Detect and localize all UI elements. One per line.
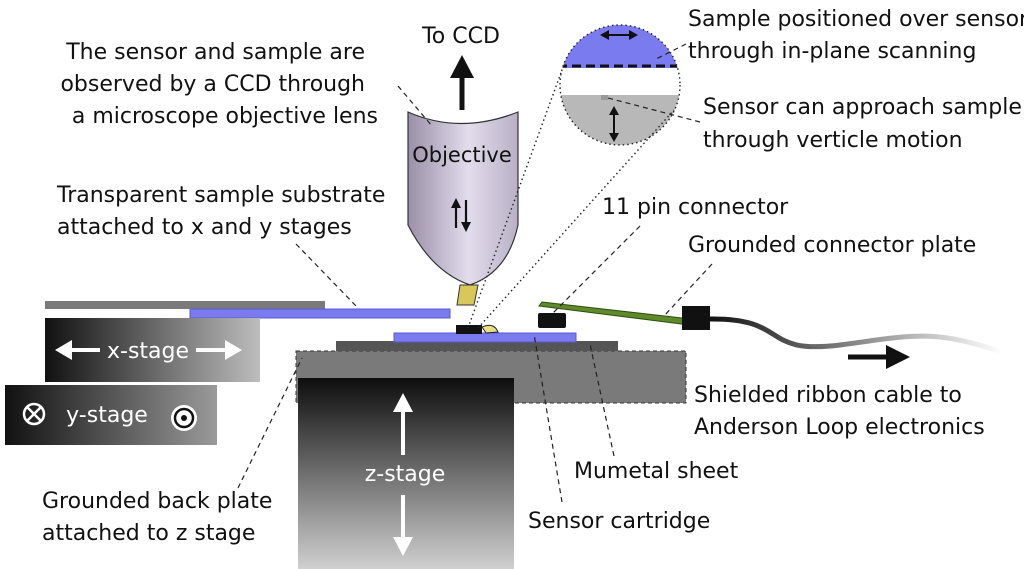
z-stage-up-arrow: [393, 393, 413, 455]
objective-lens: [407, 111, 519, 286]
zoom-cone-right: [477, 109, 675, 329]
zoom-inset: [559, 24, 681, 146]
shielded-ribbon-cable: [707, 316, 1005, 355]
mumetal-sheet: [336, 341, 618, 351]
y-stage-label: y-stage: [66, 403, 148, 428]
sample-substrate: [189, 308, 451, 319]
substrate-note-line-2: attached to x and y stages: [57, 215, 352, 240]
vertical-motion-arrow: [609, 106, 619, 142]
leader-scan: [653, 43, 687, 61]
to-ccd-arrow: [450, 55, 474, 110]
cable-connector: [682, 306, 710, 330]
substrate-note: Transparent sample substrate attached to…: [56, 183, 392, 240]
z-stage-down-arrow: [393, 495, 413, 556]
sensor-cartridge: [456, 325, 482, 334]
scan-note-line-2: through in-plane scanning: [688, 39, 976, 64]
objective-tip: [456, 284, 479, 306]
x-stage-left-arrow: [55, 340, 100, 360]
leader-connector-plate: [663, 263, 713, 317]
z-stage-label: z-stage: [365, 462, 446, 487]
eleven-pin-connector-label: 11 pin connector: [602, 195, 789, 220]
x-stage-top-plate: [45, 301, 325, 309]
sensor-sample-plate: [393, 332, 577, 343]
objective-label: Objective: [412, 143, 512, 167]
leader-substrate: [295, 243, 359, 309]
leader-cartridge: [533, 333, 563, 503]
into-page-icon: [22, 402, 46, 426]
ccd-note-line-3: a microscope objective lens: [72, 104, 378, 129]
mumetal-label: Mumetal sheet: [574, 459, 739, 484]
ribbon-note-line-1: Shielded ribbon cable to: [694, 383, 962, 408]
ccd-note-line-1: The sensor and sample are: [65, 40, 365, 65]
back-plate-note: Grounded back plate attached to z stage: [42, 489, 279, 546]
ribbon-note-line-2: Anderson Loop electronics: [694, 415, 985, 440]
out-of-page-icon: [171, 405, 197, 431]
eleven-pin-connector: [538, 313, 566, 328]
approach-note-line-1: Sensor can approach sample: [703, 95, 1022, 120]
x-stage-right-arrow: [196, 340, 242, 360]
leader-mumetal: [589, 343, 615, 457]
zoom-cone-left: [467, 69, 563, 329]
ccd-note: The sensor and sample are observed by a …: [60, 40, 378, 129]
leader-11pin: [551, 225, 641, 315]
to-ccd-label: To CCD: [421, 24, 500, 49]
approach-note: Sensor can approach sample through verti…: [703, 95, 1024, 153]
leader-back-plate: [237, 357, 303, 489]
ccd-note-line-2: observed by a CCD through: [60, 72, 365, 97]
objective-updown-arrows: [451, 198, 471, 232]
back-plate-note-line-1: Grounded back plate: [42, 489, 272, 514]
sensor-tip: [481, 324, 499, 334]
scan-note: Sample positioned over sensor through in…: [688, 7, 1024, 64]
connector-plate-label: Grounded connector plate: [688, 233, 976, 258]
in-plane-scan-arrow: [600, 30, 638, 40]
cable-direction-arrow: [848, 345, 910, 369]
back-plate-note-line-2: attached to z stage: [42, 521, 255, 546]
leader-approach: [607, 97, 701, 123]
substrate-note-line-1: Transparent sample substrate: [56, 183, 385, 208]
x-stage-label: x-stage: [107, 339, 189, 364]
cartridge-label: Sensor cartridge: [528, 509, 710, 534]
approach-note-line-2: through verticle motion: [703, 128, 963, 153]
scan-note-line-1: Sample positioned over sensor: [688, 7, 1024, 32]
ribbon-note: Shielded ribbon cable to Anderson Loop e…: [694, 383, 985, 440]
